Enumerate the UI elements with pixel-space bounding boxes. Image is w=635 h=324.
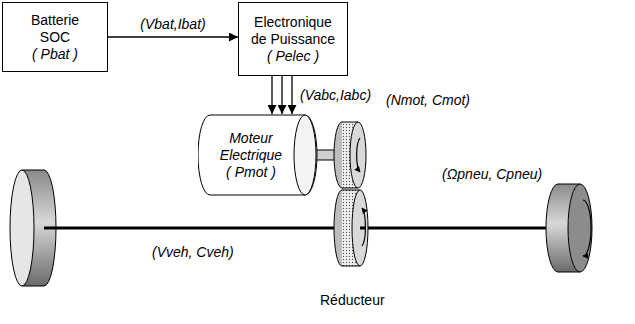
node-title: Moteur Electrique — [214, 130, 288, 164]
wheel-signal-label: (Ωpneu, Cpneu) — [440, 166, 544, 183]
reducer-gear-face — [352, 190, 368, 266]
signal-arrow — [281, 76, 282, 114]
axle — [360, 227, 366, 230]
axle — [44, 227, 558, 230]
gear-signal-label: (Nmot, Cmot) — [384, 92, 472, 109]
signal-arrow — [271, 76, 272, 114]
right-wheel-edge — [558, 184, 580, 185]
motor-gear-edge — [342, 188, 358, 189]
reducer-gear-edge — [342, 266, 360, 267]
left-wheel-face — [10, 170, 34, 286]
battery-box: Batterie SOC( Pbat ) — [2, 2, 108, 72]
signal-arrow — [108, 36, 238, 37]
edge-label: (Vabc,Iabc) — [298, 87, 373, 104]
left-wheel-edge — [22, 170, 44, 171]
motor-end-face — [294, 115, 316, 195]
right-wheel-face — [568, 184, 592, 272]
motor-gear-edge — [342, 122, 358, 123]
edge-label: (Vbat,Ibat) — [138, 16, 207, 33]
power-label: ( Pelec ) — [267, 48, 319, 65]
signal-arrow — [291, 76, 292, 114]
motor-body — [198, 115, 317, 195]
power-label: ( Pmot ) — [226, 164, 276, 181]
motor-gear-face — [350, 122, 366, 188]
node-title: Batterie SOC — [19, 12, 91, 46]
reducer-gear-edge — [342, 190, 360, 191]
power-electronics-box: Electronique de Puissance( Pelec ) — [238, 2, 348, 76]
rotation-arrow — [583, 200, 591, 256]
rotation-arrow — [357, 138, 360, 172]
vehicle-signal-label: (Vveh, Cveh) — [150, 244, 236, 261]
left-wheel-edge — [22, 286, 44, 287]
right-wheel-edge — [558, 272, 580, 273]
power-label: ( Pbat ) — [32, 46, 78, 63]
motor-cylinder: Moteur Electrique( Pmot ) — [198, 114, 318, 196]
part-name: Réducteur — [318, 292, 387, 309]
node-title: Electronique de Puissance — [245, 14, 341, 48]
